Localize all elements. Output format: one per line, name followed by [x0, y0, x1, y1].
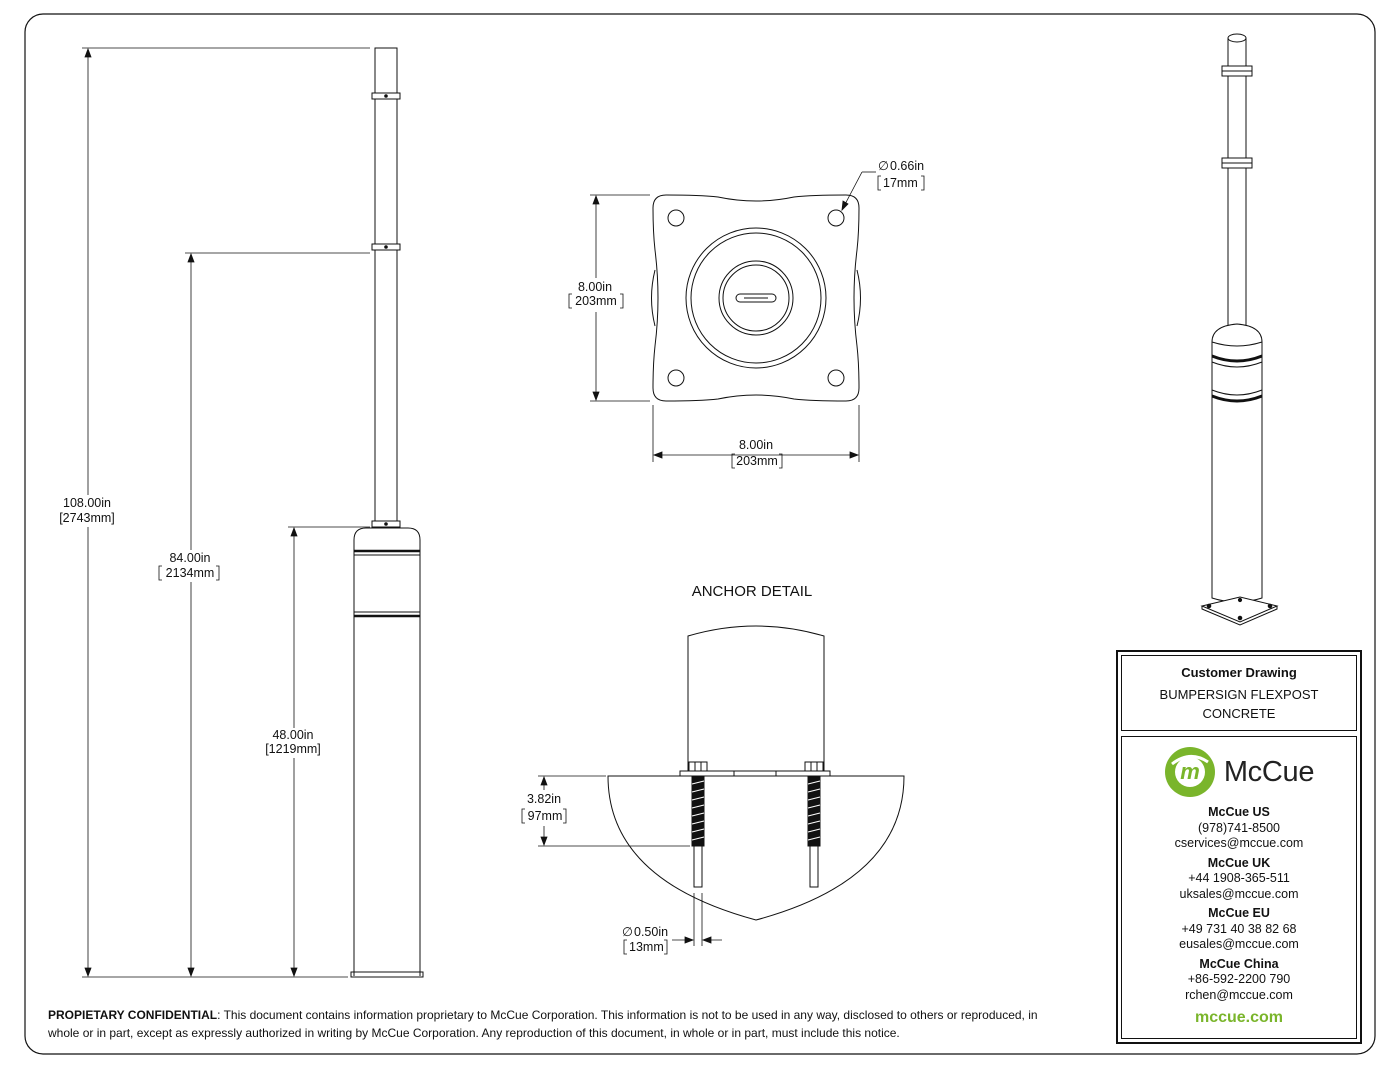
- office-email: uksales@mccue.com: [1179, 886, 1299, 901]
- side-dimensions: [82, 47, 370, 978]
- anchor-bolt-threaded-left: [691, 775, 705, 847]
- post-upper-tube: [374, 47, 398, 524]
- anchor-detail: [607, 625, 905, 921]
- office-email: cservices@mccue.com: [1174, 836, 1304, 850]
- dim-anchor-diameter-in: 0.50in: [634, 925, 668, 939]
- company-website: mccue.com: [1194, 1009, 1284, 1026]
- base-plate-outline: [652, 194, 860, 402]
- office-phone: (978)741-8500: [1197, 820, 1280, 835]
- mount-hole-tr: [827, 209, 845, 227]
- mount-hole-br: [827, 369, 845, 387]
- dim-overall-height-mm: [2743mm]: [59, 511, 115, 525]
- office-name: McCue EU: [1208, 906, 1270, 920]
- title-block-header: Customer Drawing BUMPERSIGN FLEXPOST CON…: [1121, 655, 1357, 731]
- office-name: McCue US: [1208, 805, 1270, 819]
- dim-upper-height-mm: 2134mm: [166, 566, 215, 580]
- dim-base-height-mm: 203mm: [575, 294, 617, 308]
- drawing-border: [24, 13, 1376, 1055]
- company-logo: m McCue: [1122, 743, 1356, 801]
- concrete-section: [607, 775, 905, 921]
- dim-lower-height-mm: [1219mm]: [265, 742, 321, 756]
- dim-lower-height-in: 48.00in: [272, 728, 313, 742]
- title-block: Customer Drawing BUMPERSIGN FLEXPOST CON…: [1116, 650, 1362, 1044]
- product-name-line2: CONCRETE: [1202, 706, 1276, 721]
- dim-base-width-mm: 203mm: [736, 454, 778, 468]
- base-slot: [735, 293, 777, 303]
- dim-upper-height-in: 84.00in: [169, 551, 210, 565]
- company-name: McCue: [1223, 755, 1315, 788]
- anchor-detail-label: ANCHOR DETAIL: [692, 583, 813, 600]
- office-email: rchen@mccue.com: [1185, 987, 1293, 1002]
- anchor-bolt-right: [809, 845, 819, 888]
- office-email: eusales@mccue.com: [1179, 937, 1299, 951]
- base-dimensions: [568, 171, 925, 469]
- post-isometric-view: [1200, 33, 1279, 626]
- mccue-logo-icon: m: [1164, 747, 1215, 797]
- office-name: McCue UK: [1207, 855, 1271, 870]
- dim-base-height-in: 8.00in: [578, 280, 612, 294]
- mount-hole-tl: [667, 209, 685, 227]
- base-ring-inner: [718, 260, 794, 336]
- dim-anchor-depth-in: 3.82in: [527, 792, 561, 806]
- dim-anchor-diameter-mm: 13mm: [629, 940, 664, 954]
- dim-base-width-in: 8.00in: [739, 438, 773, 452]
- anchor-bolt-left: [693, 845, 703, 888]
- base-ring-outer: [685, 227, 827, 369]
- office-name: McCue China: [1199, 956, 1279, 971]
- dim-hole-diameter-in: 0.66in: [890, 159, 924, 173]
- notice-text: : This document contains information pro…: [48, 1008, 1038, 1040]
- dim-hole-diameter-mm: 17mm: [883, 176, 918, 190]
- product-name-line1: BUMPERSIGN FLEXPOST: [1159, 687, 1319, 702]
- office-phone: +44 1908-365-511: [1188, 871, 1290, 885]
- dim-anchor-depth-mm: 97mm: [528, 809, 563, 823]
- post-side-view: [350, 47, 424, 978]
- post-body: [353, 527, 421, 976]
- dim-anchor-diameter-symbol: ∅: [622, 925, 633, 939]
- anchor-bolt-threaded-right: [807, 775, 821, 847]
- dim-overall-height-in: 108.00in: [63, 496, 111, 510]
- post-base-plate: [350, 971, 424, 978]
- base-plate-top-view: [651, 194, 861, 402]
- dim-hole-diameter-symbol: ∅: [878, 159, 889, 173]
- notice-label: PROPIETARY CONFIDENTIAL: [48, 1008, 218, 1022]
- anchor-dimensions: [521, 775, 722, 955]
- office-phone: +86-592-2200 790: [1187, 972, 1291, 986]
- product-name: BUMPERSIGN FLEXPOST CONCRETE: [1122, 685, 1356, 723]
- drawing-type: Customer Drawing: [1181, 665, 1297, 680]
- office-phone: +49 731 40 38 82 68: [1181, 921, 1297, 936]
- logo-letter: m: [1180, 759, 1200, 784]
- confidential-notice: PROPIETARY CONFIDENTIAL: This document c…: [48, 1006, 1058, 1042]
- mount-hole-bl: [667, 369, 685, 387]
- anchor-post-section: [687, 625, 825, 776]
